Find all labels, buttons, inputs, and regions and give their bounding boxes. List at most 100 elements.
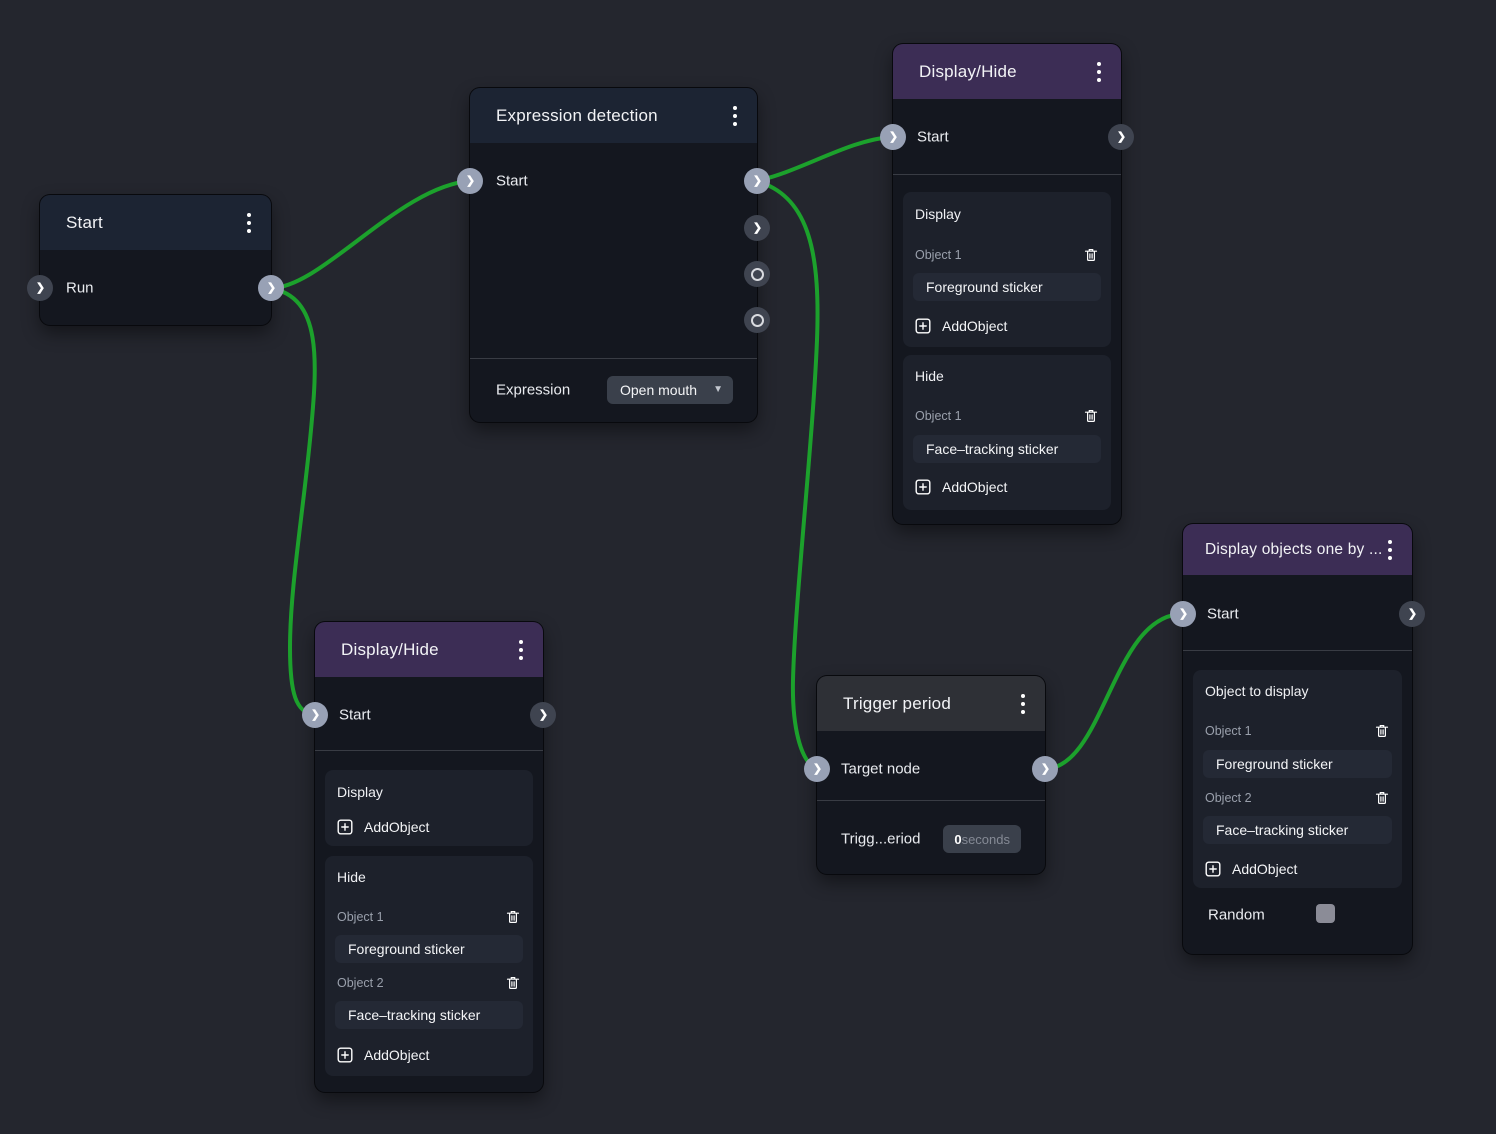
start-output-port[interactable]: ❯ [1399,601,1425,627]
object-field[interactable]: Face–tracking sticker [335,1001,523,1029]
start-input-port[interactable]: ❯ [302,702,328,728]
object-field[interactable]: Face–tracking sticker [913,435,1101,463]
add-object-label: AddObject [364,819,430,835]
plus-square-icon [337,1047,353,1063]
object-label: Object 1 [915,248,962,262]
start-output-port[interactable]: ❯ [744,168,770,194]
start-input-port[interactable]: ❯ [880,124,906,150]
node-start[interactable]: Start Run ❯ ❯ [27,195,284,325]
start-input-port[interactable]: ❯ [457,168,483,194]
kebab-menu-icon[interactable] [243,209,255,237]
kebab-menu-icon[interactable] [729,102,741,130]
start-input-port[interactable]: ❯ [1170,601,1196,627]
target-output-port[interactable]: ❯ [1032,756,1058,782]
plus-square-icon [337,819,353,835]
value-output-port[interactable] [744,307,770,333]
object-value: Face–tracking sticker [1216,822,1349,838]
chevron-right-icon: ❯ [465,174,476,187]
start-port-label: Start [1207,605,1239,623]
run-output-port[interactable]: ❯ [258,275,284,301]
add-object-button[interactable]: AddObject [337,819,429,835]
trash-icon[interactable] [505,909,521,925]
expression-label: Expression [496,381,571,399]
node-title: Expression detection [496,105,658,125]
object-to-display-section: Object to display Object 1 Foreground st… [1193,670,1402,888]
random-checkbox[interactable] [1316,904,1335,923]
chevron-right-icon: ❯ [266,281,277,294]
object-field[interactable]: Face–tracking sticker [1203,816,1392,844]
display-section: Display AddObject [325,770,533,846]
start-output-port[interactable]: ❯ [1108,124,1134,150]
chevron-down-icon: ▼ [713,383,723,395]
wire-expression-to-display-hide-top [754,135,893,183]
object-label: Object 1 [337,910,384,924]
object-field[interactable]: Foreground sticker [335,935,523,963]
divider [817,800,1045,801]
node-display-hide-top[interactable]: Display/Hide Start ❯ ❯ Display Object 1 … [880,44,1134,524]
ring-icon [750,267,764,281]
node-display-objects-header[interactable]: Display objects one by ... [1183,524,1412,575]
value-output-port[interactable] [744,261,770,287]
add-object-button[interactable]: AddObject [1205,861,1297,877]
exec-output-port[interactable]: ❯ [744,215,770,241]
hide-section: Hide Object 1 Foreground sticker Object … [325,856,533,1076]
node-display-objects-one-by-one[interactable]: Display objects one by ... Start ❯ ❯ Obj… [1170,524,1425,954]
trash-icon[interactable] [1083,247,1099,263]
section-heading: Hide [337,869,366,885]
section-heading: Object to display [1205,683,1309,699]
chevron-right-icon: ❯ [1178,607,1189,620]
start-port-label: Start [339,706,371,724]
node-trigger-period[interactable]: Trigger period Target node ❯ ❯ Trigg...e… [804,676,1058,874]
hide-section: Hide Object 1 Face–tracking sticker AddO… [903,355,1111,510]
object-field[interactable]: Foreground sticker [1203,750,1392,778]
plus-square-icon [915,318,931,334]
object-value: Foreground sticker [1216,756,1333,772]
target-node-port-label: Target node [841,760,921,778]
node-title: Display/Hide [919,61,1017,81]
kebab-menu-icon[interactable] [515,636,527,664]
add-object-label: AddObject [364,1047,430,1063]
start-port-label: Start [496,172,528,190]
object-label: Object 1 [1205,724,1252,738]
wire-run-to-expression [268,179,473,291]
ring-icon [750,313,764,327]
chevron-right-icon: ❯ [1040,762,1051,775]
trash-icon[interactable] [1374,723,1390,739]
add-object-button[interactable]: AddObject [337,1047,429,1063]
start-output-port[interactable]: ❯ [530,702,556,728]
trigger-period-unit: seconds [961,831,1010,847]
node-display-hide-bottom[interactable]: Display/Hide Start ❯ ❯ Display AddObject… [302,622,556,1092]
object-field[interactable]: Foreground sticker [913,273,1101,301]
node-start-header[interactable]: Start [40,195,271,250]
node-expression-header[interactable]: Expression detection [470,88,757,143]
trash-icon[interactable] [1374,790,1390,806]
target-input-port[interactable]: ❯ [804,756,830,782]
add-object-button[interactable]: AddObject [915,318,1007,334]
trash-icon[interactable] [1083,408,1099,424]
chevron-right-icon: ❯ [812,762,823,775]
divider [315,750,543,751]
node-trigger-header[interactable]: Trigger period [817,676,1045,731]
node-expression-detection[interactable]: Expression detection Start ❯ ❯ ❯ Express… [457,88,770,422]
node-title: Display/Hide [341,639,439,659]
add-object-label: AddObject [1232,861,1298,877]
kebab-menu-icon[interactable] [1384,536,1396,564]
run-input-port[interactable]: ❯ [27,275,53,301]
chevron-right-icon: ❯ [752,221,763,234]
node-display-hide-header[interactable]: Display/Hide [315,622,543,677]
trash-icon[interactable] [505,975,521,991]
divider [1183,650,1412,651]
chevron-right-icon: ❯ [538,708,549,721]
chevron-right-icon: ❯ [1407,607,1418,620]
wire-run-to-display-hide-bottom [268,286,317,717]
chevron-right-icon: ❯ [752,174,763,187]
kebab-menu-icon[interactable] [1017,690,1029,718]
add-object-button[interactable]: AddObject [915,479,1007,495]
chevron-right-icon: ❯ [35,281,46,294]
start-port-label: Start [917,128,949,146]
node-display-hide-header[interactable]: Display/Hide [893,44,1121,99]
expression-dropdown[interactable]: Open mouth ▼ [607,376,733,404]
chevron-right-icon: ❯ [1116,130,1127,143]
kebab-menu-icon[interactable] [1093,58,1105,86]
